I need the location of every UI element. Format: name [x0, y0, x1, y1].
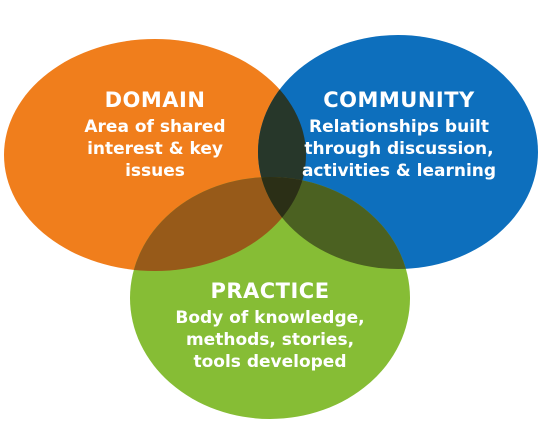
community-description-line: through discussion,	[304, 139, 494, 159]
domain-title: DOMAIN	[104, 88, 206, 112]
practice-title: PRACTICE	[210, 279, 330, 303]
domain-description-line: interest & key	[87, 139, 223, 159]
community-description-line: activities & learning	[301, 161, 497, 181]
community-practice-overlap	[258, 177, 410, 269]
community-label: COMMUNITY Relationships built through di…	[283, 88, 515, 182]
domain-label: DOMAIN Area of shared interest & key iss…	[55, 88, 255, 182]
practice-label: PRACTICE Body of knowledge, methods, sto…	[152, 279, 388, 373]
community-description-line: Relationships built	[309, 117, 489, 137]
domain-description-line: Area of shared	[84, 117, 226, 137]
practice-description-line: tools developed	[193, 352, 347, 372]
practice-description-line: Body of knowledge,	[175, 308, 365, 328]
domain-description-line: issues	[125, 161, 185, 181]
practice-description-line: methods, stories,	[185, 330, 355, 350]
community-title: COMMUNITY	[323, 88, 475, 112]
domain-practice-overlap	[130, 177, 306, 271]
